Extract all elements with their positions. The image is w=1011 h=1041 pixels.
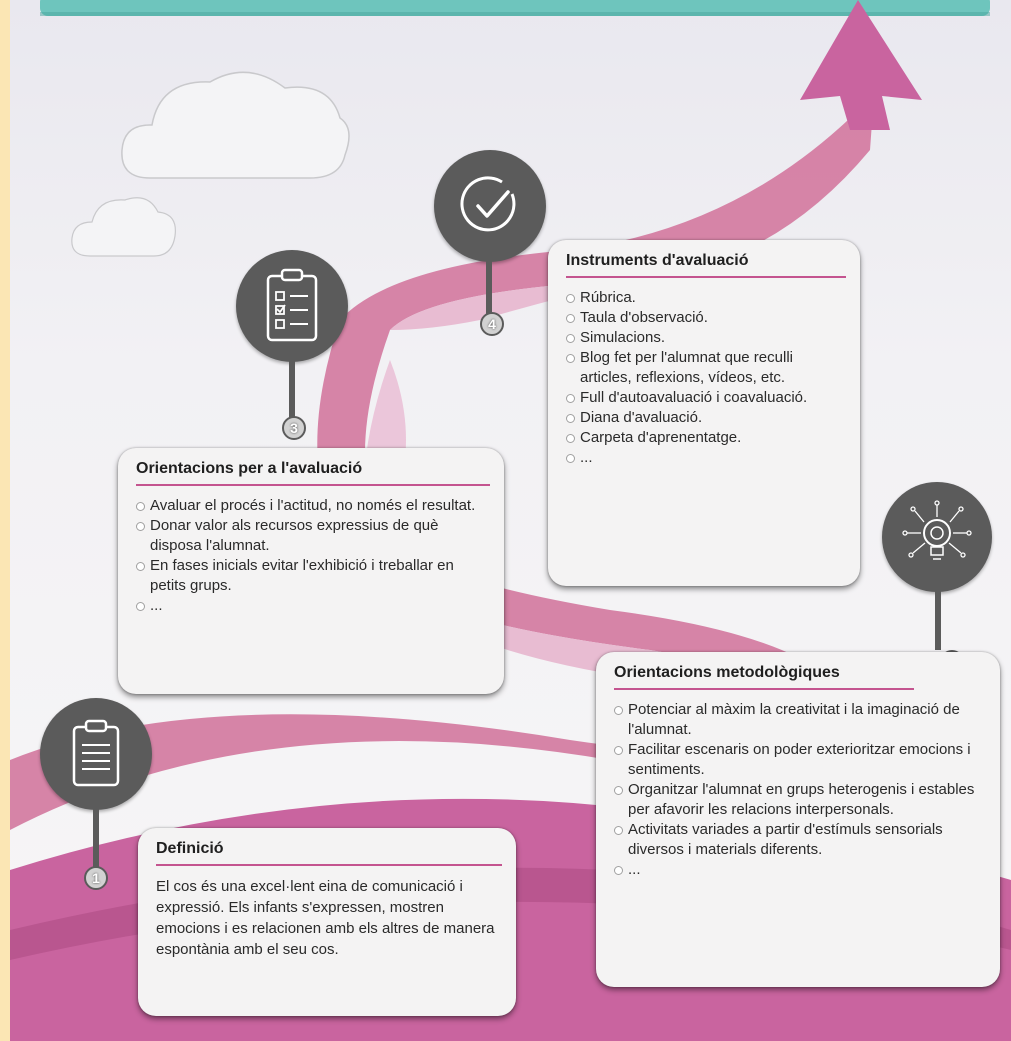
top-banner-bar [40, 0, 990, 16]
step-3-icon-circle [236, 250, 348, 362]
list-item: En fases inicials evitar l'exhibició i t… [136, 556, 490, 596]
cloud-large-icon [121, 71, 350, 179]
assessment-guidelines-list: Avaluar el procés i l'actitud, no només … [136, 496, 490, 616]
left-margin-strip [0, 0, 10, 1041]
step-2-icon-circle [882, 482, 992, 592]
list-item: Full d'autoavaluació i coavaluació. [566, 388, 846, 408]
assessment-guidelines-title: Orientacions per a l'avaluació [136, 460, 490, 486]
step-4-number-badge: 4 [480, 312, 504, 336]
step-2-stem [935, 588, 941, 650]
list-item: Carpeta d'aprenentatge. [566, 428, 846, 448]
step-1-stem [93, 805, 99, 867]
assessment-instruments-title: Instruments d'avaluació [566, 252, 846, 278]
list-item: ... [566, 448, 846, 468]
lightbulb-icon [902, 500, 972, 560]
list-item: ... [136, 596, 490, 616]
assessment-instruments-list: Rúbrica. Taula d'observació. Simulacions… [566, 288, 846, 468]
cloud-small-icon [71, 197, 176, 257]
definition-text: El cos és una excel·lent eina de comunic… [156, 878, 495, 958]
step-1-number-badge: 1 [84, 866, 108, 890]
step-1-icon-circle [40, 698, 152, 810]
step-4-number: 4 [488, 316, 496, 332]
assessment-instruments-card: Instruments d'avaluació Rúbrica. Taula d… [548, 240, 860, 586]
methodology-list: Potenciar al màxim la creativitat i la i… [614, 700, 986, 880]
assessment-guidelines-card: Orientacions per a l'avaluació Avaluar e… [118, 448, 504, 694]
methodology-title: Orientacions metodològiques [614, 664, 914, 690]
list-item: Potenciar al màxim la creativitat i la i… [614, 700, 986, 740]
list-item: Diana d'avaluació. [566, 408, 846, 428]
list-item: Organitzar l'alumnat en grups heterogeni… [614, 780, 986, 820]
definition-card: Definició El cos és una excel·lent eina … [138, 828, 516, 1016]
list-item: Donar valor als recursos expressius de q… [136, 516, 490, 556]
list-item: Taula d'observació. [566, 308, 846, 328]
list-item: ... [614, 860, 986, 880]
list-item: Activitats variades a partir d'estímuls … [614, 820, 986, 860]
list-item: Facilitar escenaris on poder exterioritz… [614, 740, 986, 780]
infographic: 1 Definició El cos és una excel·lent ein… [10, 0, 1011, 1041]
list-item: Blog fet per l'alumnat que reculli artic… [566, 348, 846, 388]
clipboard-icon [72, 719, 120, 787]
step-3-stem [289, 358, 295, 418]
step-1-number: 1 [92, 870, 100, 886]
check-circle-icon [460, 176, 516, 232]
methodology-card: Orientacions metodològiques Potenciar al… [596, 652, 1000, 987]
list-item: Simulacions. [566, 328, 846, 348]
list-item: Rúbrica. [566, 288, 846, 308]
step-3-number: 3 [290, 420, 298, 436]
definition-title: Definició [156, 840, 502, 866]
list-item: Avaluar el procés i l'actitud, no només … [136, 496, 490, 516]
step-3-number-badge: 3 [282, 416, 306, 440]
arrow-head [800, 0, 922, 130]
step-4-icon-circle [434, 150, 546, 262]
step-4-stem [486, 258, 492, 314]
checklist-icon [266, 268, 318, 342]
